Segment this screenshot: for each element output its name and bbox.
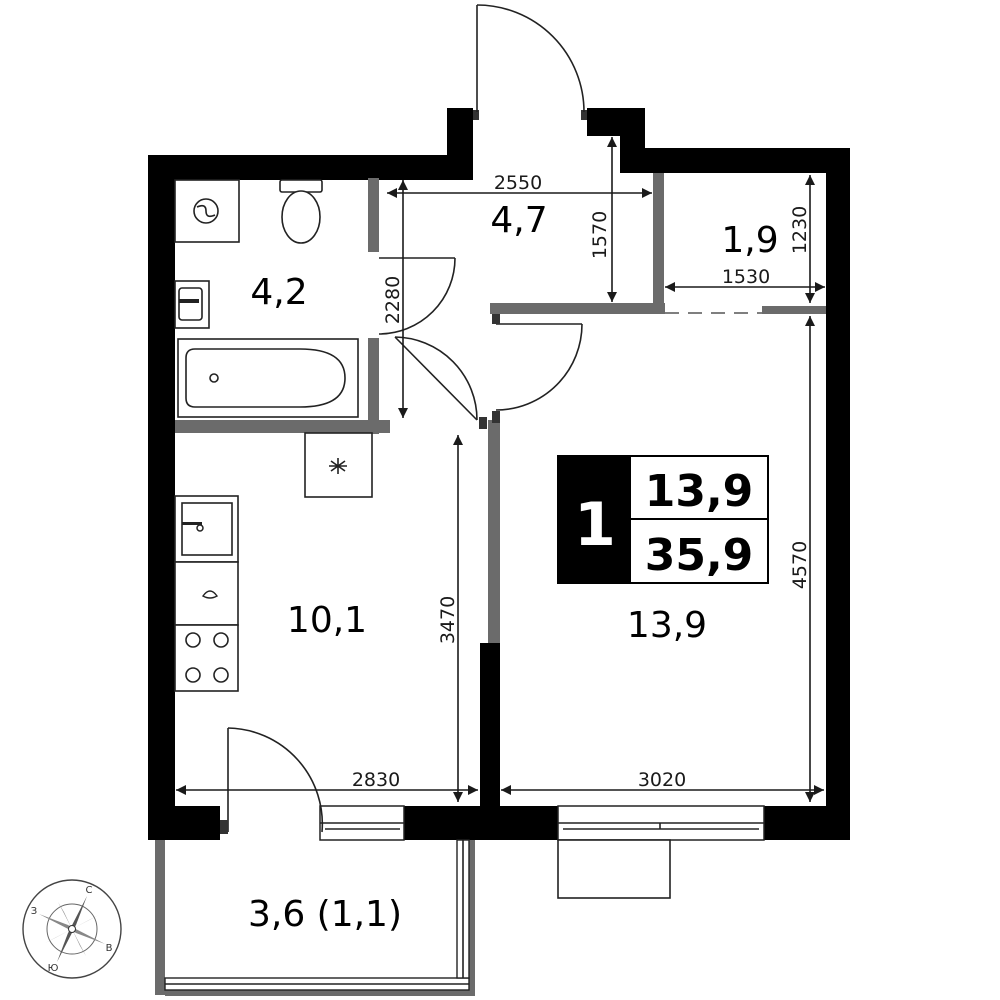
room-area-kitchen: 10,1 <box>287 600 367 641</box>
dim-storage-width: 1530 <box>722 266 770 288</box>
window-kitchen <box>319 805 405 841</box>
dim-bedroom-depth: 4570 <box>789 541 811 589</box>
dimension-lines <box>176 137 825 802</box>
kitchen-door <box>394 336 487 429</box>
partition-walls <box>155 173 826 996</box>
bedroom-door <box>492 314 583 423</box>
dim-bedroom-width: 3020 <box>638 769 686 791</box>
room-area-bedroom: 13,9 <box>627 605 707 646</box>
dim-storage-depth: 1230 <box>789 206 811 254</box>
compass-south: Ю <box>48 963 59 974</box>
balcony-railing <box>164 839 470 991</box>
bathroom-door <box>378 257 456 335</box>
compass-north: С <box>86 885 93 896</box>
kitchen-counter <box>174 561 239 626</box>
room-area-hall: 4,7 <box>490 200 547 241</box>
dim-hall-depth: 1570 <box>589 211 611 259</box>
balcony-door-step <box>557 839 671 899</box>
exterior-walls <box>148 108 850 840</box>
dim-bath-depth: 2280 <box>382 276 404 324</box>
window-bedroom <box>557 805 765 841</box>
compass-west: З <box>31 906 37 917</box>
room-area-storage: 1,9 <box>721 220 778 261</box>
balcony-door <box>220 727 324 834</box>
dim-hall-width: 2550 <box>494 172 542 194</box>
room-area-balcony: 3,6 (1,1) <box>248 894 402 935</box>
dim-kitchen-depth: 3470 <box>437 596 459 644</box>
ventilation-shaft <box>304 432 373 498</box>
bathroom-sink <box>174 280 210 329</box>
stove <box>174 624 239 692</box>
compass-icon: С Ю В З <box>22 879 122 979</box>
bathtub <box>177 338 359 418</box>
entrance-door <box>473 4 587 120</box>
dim-kitchen-width: 2830 <box>352 769 400 791</box>
badge-room-count: 1 <box>574 490 616 560</box>
badge-living-area: 13,9 <box>645 466 754 517</box>
badge-total-area: 35,9 <box>645 530 754 581</box>
toilet <box>279 179 323 244</box>
kitchen-sink <box>174 495 239 563</box>
compass-east: В <box>106 943 113 954</box>
washing-machine <box>174 179 240 243</box>
room-area-bathroom: 4,2 <box>250 272 307 313</box>
area-badge: 1 13,9 35,9 <box>557 455 769 584</box>
